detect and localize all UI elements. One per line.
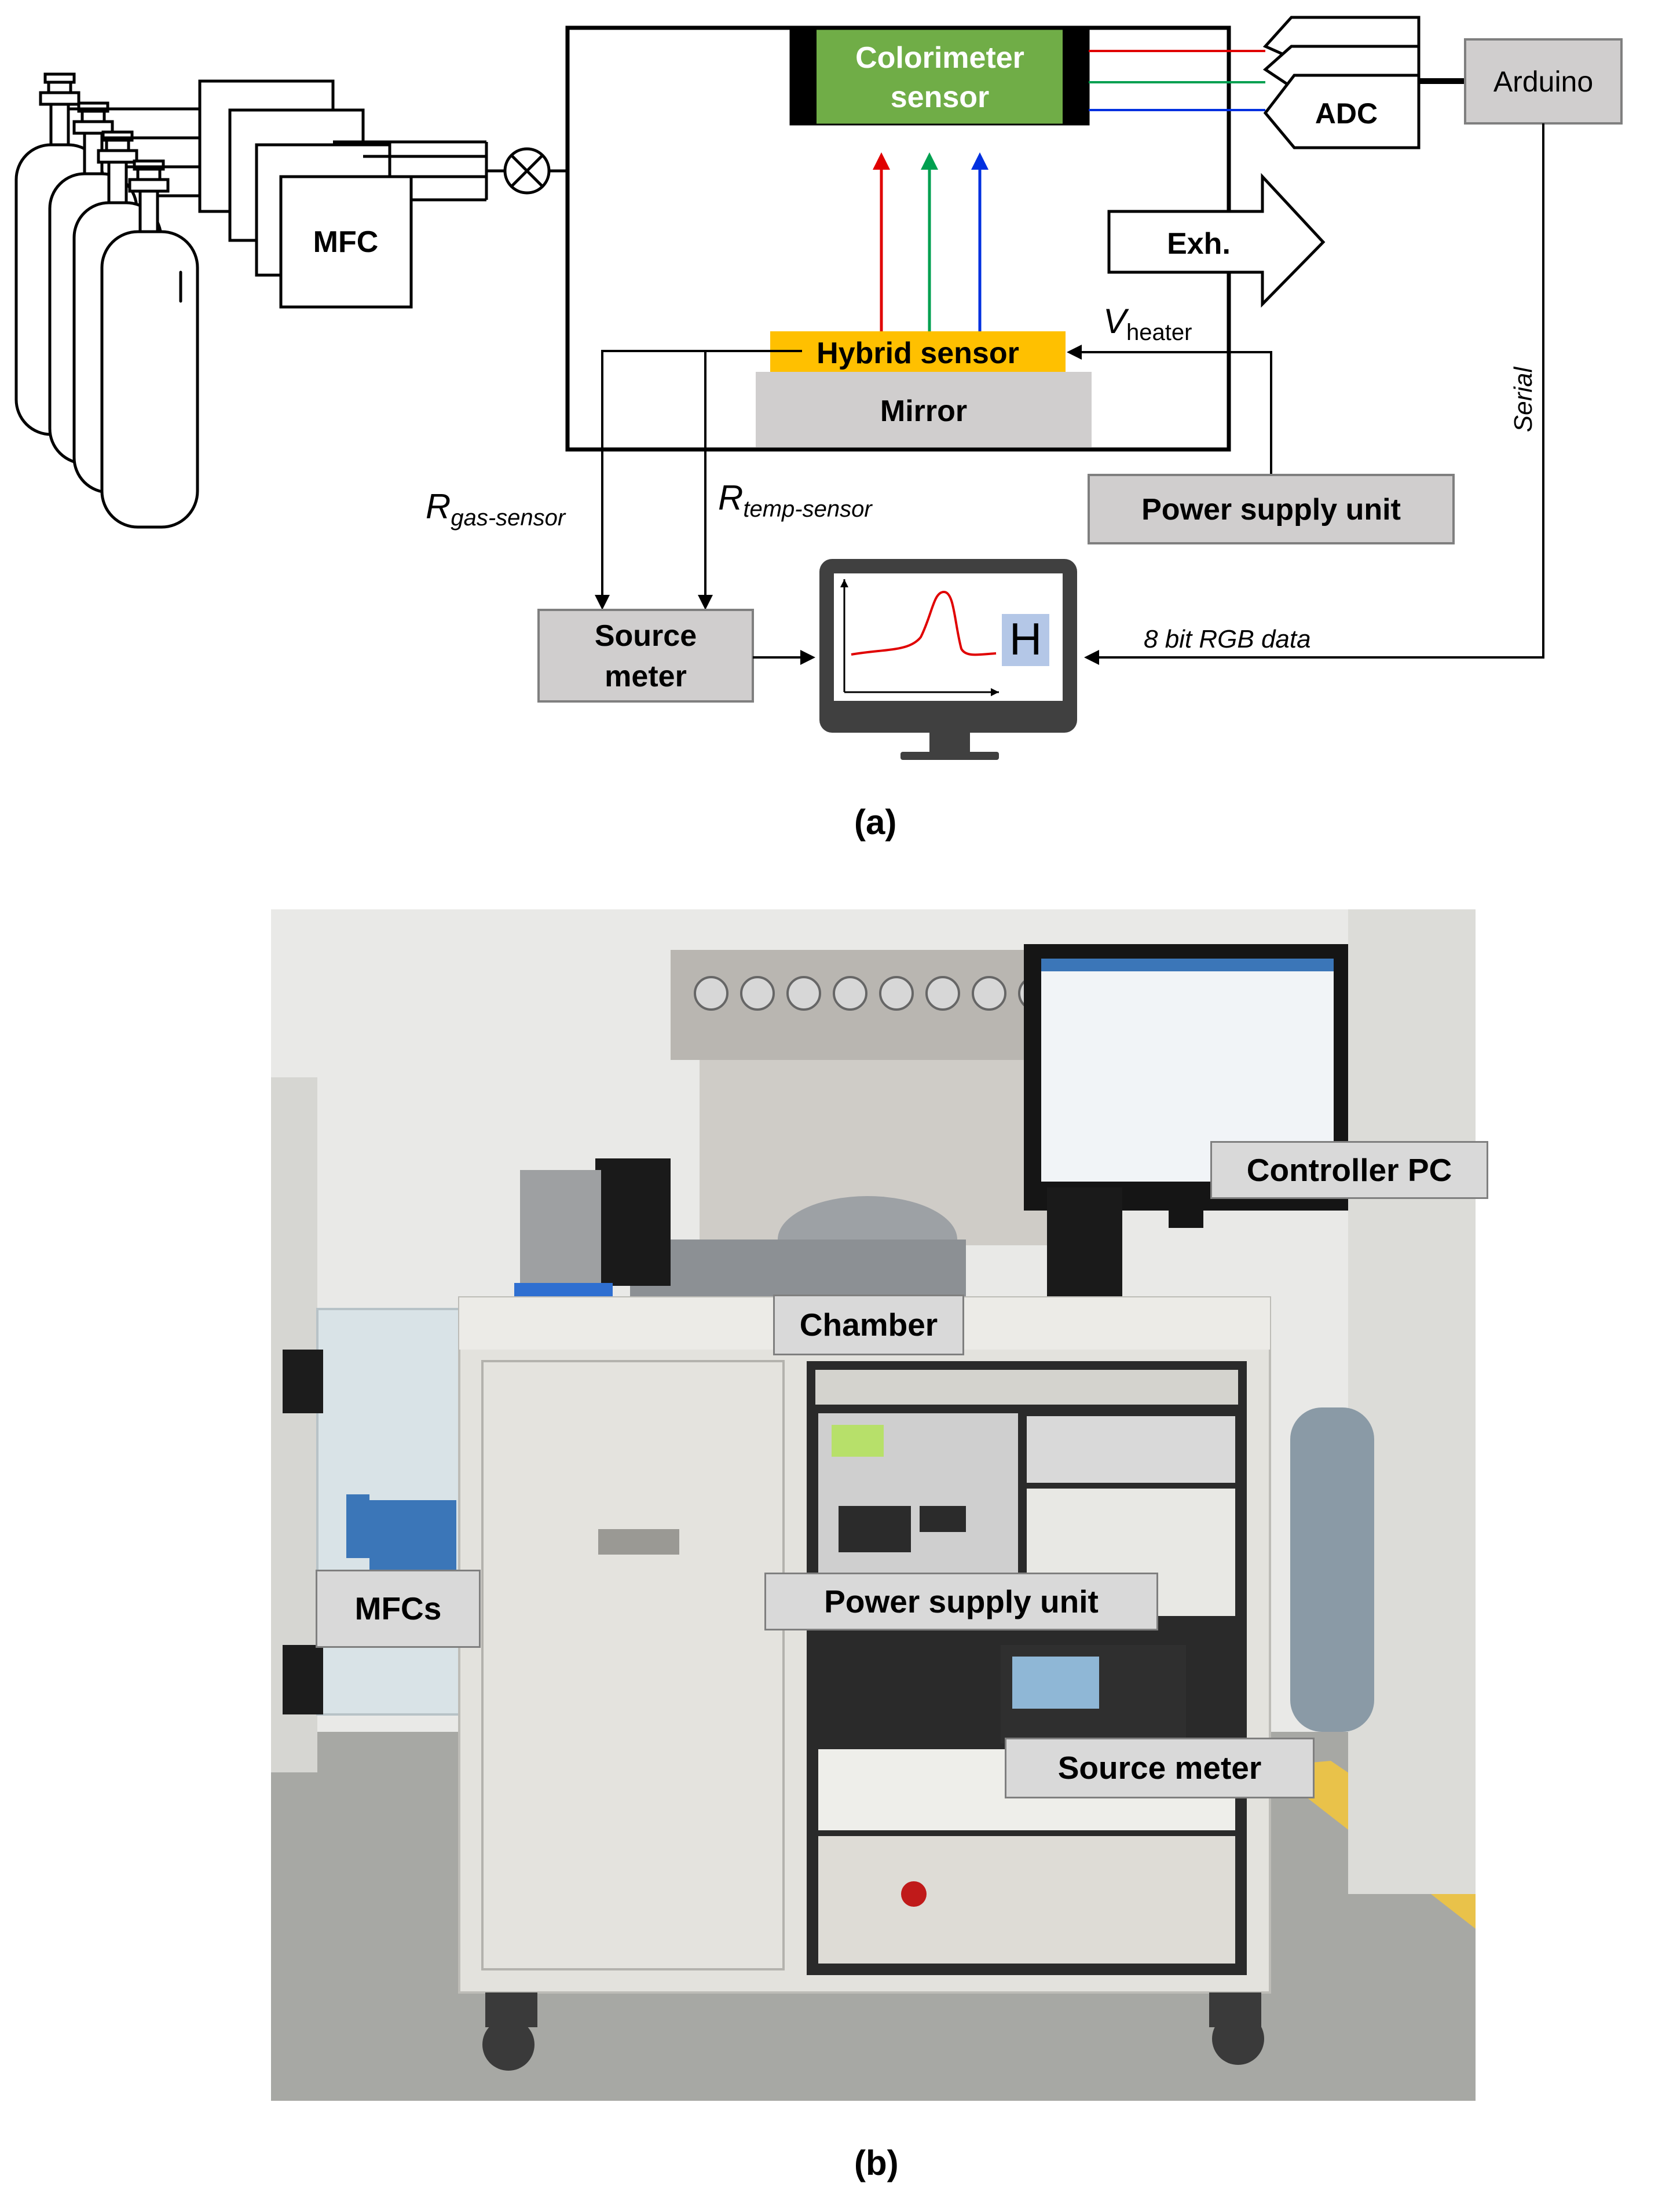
gas-sensor-line xyxy=(595,350,802,610)
tag-mfcs: MFCs xyxy=(316,1570,481,1648)
gas-cylinders xyxy=(14,72,199,529)
caption-a: (a) xyxy=(854,803,897,842)
rgb-signal-lines xyxy=(1089,50,1265,111)
tag-chamber: Chamber xyxy=(773,1295,964,1355)
r-gas-sensor-label: Rgas-sensor xyxy=(426,487,566,531)
hybrid-sensor-box xyxy=(770,331,1066,372)
source-meter-label-1: Source xyxy=(595,619,697,653)
adc-stack xyxy=(1262,16,1421,149)
caption-b: (b) xyxy=(854,2144,899,2182)
source-meter-box xyxy=(537,609,754,703)
mixing-valve-icon xyxy=(503,147,551,195)
system-diagram: MFC Colorimeter sensor ADC xyxy=(14,16,1623,760)
rgb-data-label: 8 bit RGB data xyxy=(1144,625,1311,653)
arduino-box xyxy=(1464,38,1623,125)
mfc-stack xyxy=(198,79,413,309)
source-meter-label-2: meter xyxy=(605,660,687,693)
tag-source-meter: Source meter xyxy=(1005,1738,1315,1798)
mfc-box xyxy=(279,175,413,309)
monitor-letter: H xyxy=(1009,613,1042,664)
tag-controller-pc: Controller PC xyxy=(1210,1141,1488,1199)
mirror-label: Mirror xyxy=(880,394,967,428)
serial-line xyxy=(1084,123,1544,665)
exhaust-arrow-icon xyxy=(1107,173,1326,308)
svg-text:sensor: sensor xyxy=(891,81,990,114)
lab-photo xyxy=(271,909,1476,2101)
heater-power-line xyxy=(1067,345,1272,475)
colorimeter-sensor: Colorimeter sensor xyxy=(789,28,1090,126)
exhaust-label: Exh. xyxy=(1167,227,1231,261)
svg-text:Colorimeter: Colorimeter xyxy=(855,41,1024,75)
adc-box xyxy=(1263,74,1421,149)
hybrid-sensor-label: Hybrid sensor xyxy=(817,337,1019,370)
tag-power-supply: Power supply unit xyxy=(764,1573,1158,1630)
monitor-icon: H xyxy=(819,559,1077,760)
mirror-box xyxy=(756,372,1092,447)
adc-label: ADC xyxy=(1315,97,1378,130)
arduino-label: Arduino xyxy=(1493,65,1593,98)
power-supply-box xyxy=(1088,474,1455,544)
mfc-label: MFC xyxy=(313,225,379,259)
v-heater-label: Vheater xyxy=(1103,302,1192,345)
serial-label: Serial xyxy=(1509,367,1537,433)
power-supply-label: Power supply unit xyxy=(1141,493,1401,527)
gas-cylinder-4-icon xyxy=(100,159,199,529)
r-temp-sensor-label: Rtemp-sensor xyxy=(718,478,873,522)
